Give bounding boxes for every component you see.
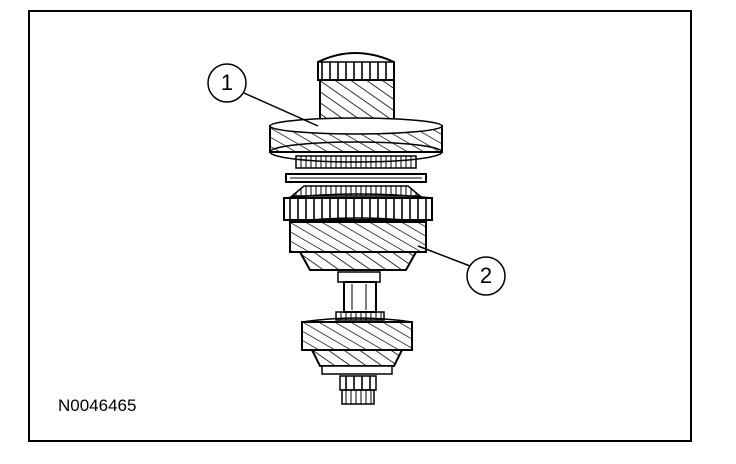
callout-1 [207, 63, 319, 127]
large-helical-gear-lower [289, 217, 427, 271]
splined-shaft-end [339, 375, 377, 405]
callout-1-label: 1 [220, 70, 234, 95]
spur-gear-middle [283, 193, 433, 221]
bottom-helical-gear [301, 317, 413, 375]
snap-ring [285, 173, 427, 183]
figure-id-label: N0046465 [58, 396, 137, 415]
needle-bearing [295, 155, 417, 169]
synchronizer-hub [289, 185, 423, 197]
top-input-gear [317, 52, 395, 127]
callout-2 [417, 245, 506, 296]
callout-2-label: 2 [479, 263, 493, 288]
shaft [335, 271, 385, 321]
